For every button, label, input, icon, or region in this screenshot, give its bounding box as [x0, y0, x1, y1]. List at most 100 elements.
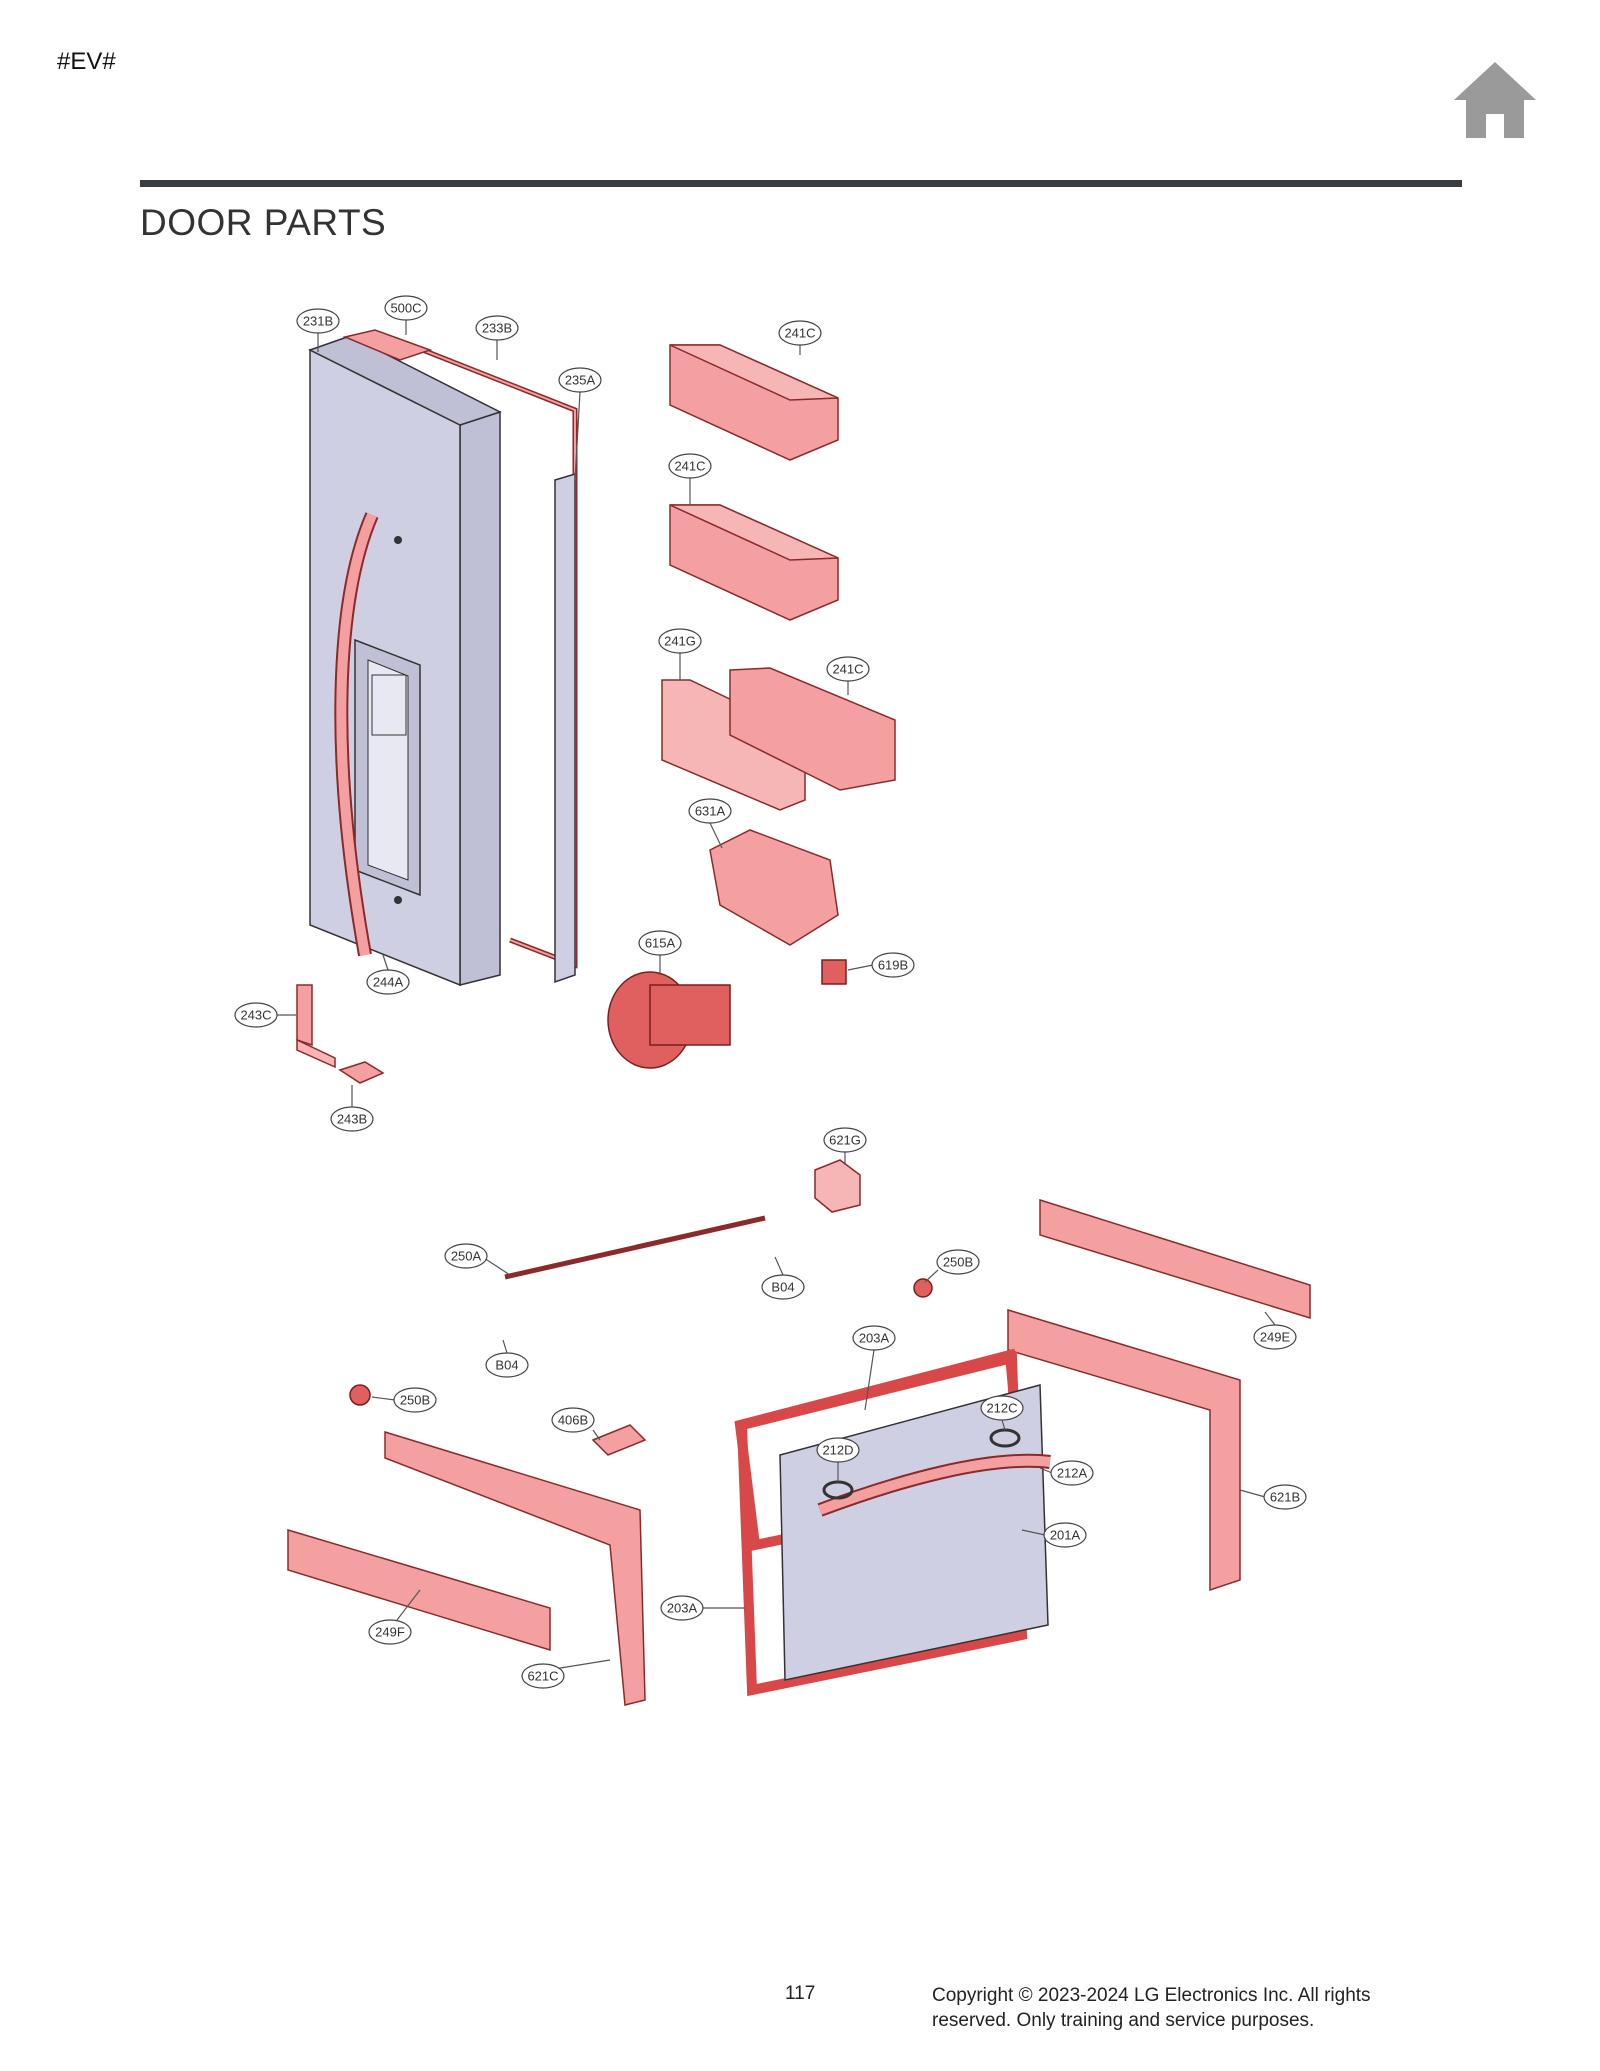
callout-label: 203A: [859, 1331, 890, 1346]
callout-label: 212A: [1057, 1466, 1088, 1481]
callout-500c-1: 500C: [384, 295, 428, 321]
document-code: #EV#: [57, 48, 116, 75]
callout-label: 249E: [1260, 1330, 1291, 1345]
callout-bubble: [368, 1619, 412, 1645]
callout-bubble: [384, 295, 428, 321]
callout-235a-3: 235A: [558, 367, 602, 393]
callout-250a-15: 250A: [444, 1243, 488, 1269]
callout-bubble: [638, 930, 682, 956]
callout-212c-22: 212C: [980, 1395, 1024, 1421]
callout-bubble: [1263, 1484, 1307, 1510]
callout-bubble: [826, 656, 870, 682]
callout-label: 500C: [390, 301, 421, 316]
callout-bubble: [668, 453, 712, 479]
callout-bubble: [521, 1663, 565, 1689]
refrigerator-door-assembly: [308, 329, 578, 987]
callout-bubble: [980, 1395, 1024, 1421]
callout-label: 243B: [337, 1112, 367, 1127]
callout-212a-25: 212A: [1050, 1460, 1094, 1486]
callout-label: 615A: [645, 936, 676, 951]
callout-label: 241C: [674, 459, 705, 474]
callout-bubble: [330, 1106, 374, 1132]
callout-203a-29: 203A: [660, 1595, 704, 1621]
callout-label: 203A: [667, 1601, 698, 1616]
callout-bubble: [816, 1437, 860, 1463]
callout-label: 241C: [832, 662, 863, 677]
freezer-drawer-assembly: [287, 1159, 1311, 1706]
callout-label: 621B: [1270, 1490, 1300, 1505]
callout-241c-5: 241C: [668, 453, 712, 479]
callout-label: 250A: [451, 1249, 482, 1264]
callout-249e-18: 249E: [1253, 1324, 1297, 1350]
callout-label: 621C: [527, 1669, 558, 1684]
callout-label: 212D: [822, 1443, 853, 1458]
callout-labels: 231B 500C 233B 235A 241C 241C 241G 241C 631A 615A…: [234, 295, 1307, 1689]
callout-label: 406B: [558, 1413, 588, 1428]
callout-631a-8: 631A: [688, 798, 732, 824]
callout-bubble: [444, 1243, 488, 1269]
callout-233b-2: 233B: [475, 315, 519, 341]
callout-bubble: [1253, 1324, 1297, 1350]
callout-label: 235A: [565, 373, 596, 388]
callout-b04-19: B04: [485, 1352, 529, 1378]
callout-bubble: [393, 1387, 437, 1413]
callout-250b-21: 250B: [393, 1387, 437, 1413]
callout-243b-13: 243B: [330, 1106, 374, 1132]
section-title: DOOR PARTS: [140, 202, 387, 243]
callout-bubble: [660, 1595, 704, 1621]
callout-label: 244A: [373, 975, 404, 990]
callout-bubble: [936, 1249, 980, 1275]
callout-406b-23: 406B: [551, 1407, 595, 1433]
callout-bubble: [1050, 1460, 1094, 1486]
callout-bubble: [871, 952, 915, 978]
callout-label: B04: [771, 1280, 794, 1295]
callout-label: 231B: [303, 314, 333, 329]
callout-bubble: [558, 367, 602, 393]
callout-244a-11: 244A: [366, 969, 410, 995]
callout-bubble: [475, 315, 519, 341]
copyright-notice: Copyright © 2023-2024 LG Electronics Inc…: [932, 1983, 1452, 2033]
callout-label: 631A: [695, 804, 726, 819]
callout-bubble: [296, 308, 340, 334]
callout-201a-27: 201A: [1043, 1522, 1087, 1548]
callout-b04-16: B04: [761, 1274, 805, 1300]
callout-621b-26: 621B: [1263, 1484, 1307, 1510]
callout-label: B04: [495, 1358, 518, 1373]
callout-bubble: [688, 798, 732, 824]
callout-label: 621G: [829, 1133, 861, 1148]
callout-bubble: [852, 1325, 896, 1351]
callout-249f-28: 249F: [368, 1619, 412, 1645]
callout-bubble: [366, 969, 410, 995]
door-hinge-parts: [296, 984, 385, 1084]
callout-bubble: [551, 1407, 595, 1433]
callout-621g-14: 621G: [823, 1127, 867, 1153]
callout-label: 241G: [664, 634, 696, 649]
callout-621c-30: 621C: [521, 1663, 565, 1689]
copyright-line-2: reserved. Only training and service purp…: [932, 2010, 1315, 2031]
callout-bubble: [823, 1127, 867, 1153]
callout-label: 212C: [986, 1401, 1017, 1416]
callout-619b-10: 619B: [871, 952, 915, 978]
callout-label: 241C: [784, 326, 815, 341]
callout-250b-17: 250B: [936, 1249, 980, 1275]
home-icon[interactable]: [1452, 60, 1538, 140]
copyright-line-1: Copyright © 2023-2024 LG Electronics Inc…: [932, 1985, 1371, 2006]
callout-241g-6: 241G: [658, 628, 702, 654]
callout-241c-4: 241C: [778, 320, 822, 346]
callout-bubble: [1043, 1522, 1087, 1548]
door-bins: [607, 344, 896, 1069]
callout-bubble: [485, 1352, 529, 1378]
header-rule: [140, 180, 1462, 187]
page-number: 117: [785, 1983, 816, 2004]
callout-615a-9: 615A: [638, 930, 682, 956]
callout-bubble: [778, 320, 822, 346]
callout-bubble: [658, 628, 702, 654]
callout-label: 243C: [240, 1008, 271, 1023]
callout-label: 250B: [400, 1393, 430, 1408]
callout-bubble: [761, 1274, 805, 1300]
callout-label: 233B: [482, 321, 512, 336]
callout-label: 249F: [375, 1625, 405, 1640]
callout-label: 201A: [1050, 1528, 1081, 1543]
callout-203a-20: 203A: [852, 1325, 896, 1351]
callout-bubble: [234, 1002, 278, 1028]
